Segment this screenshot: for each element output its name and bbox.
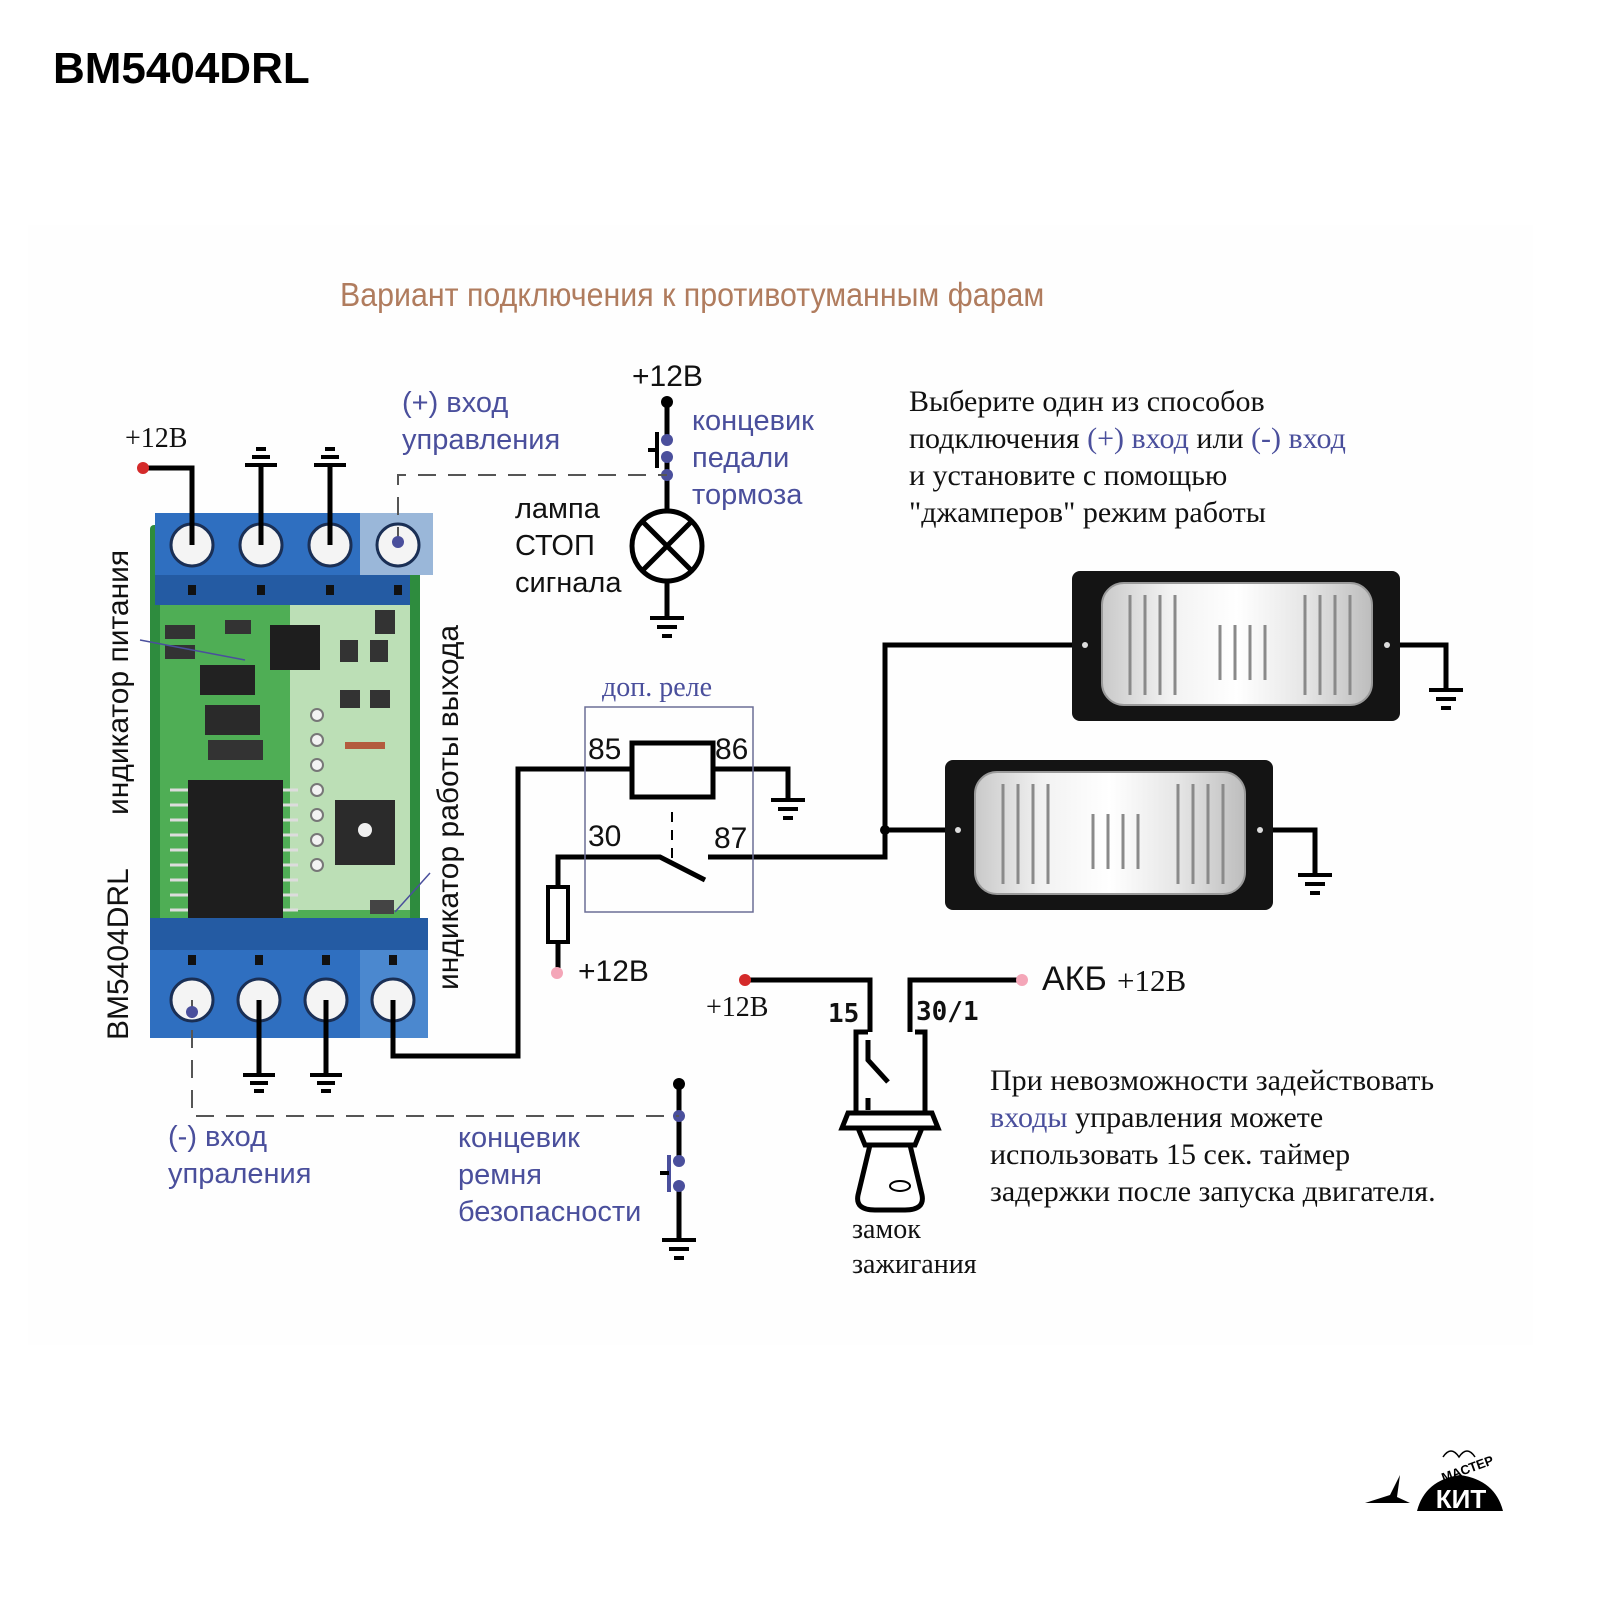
- relay-pin-85: 85: [588, 733, 622, 766]
- note-bottom-line2: входы управления можете: [990, 1099, 1436, 1136]
- brake-switch-label: концевик педали тормоза: [692, 403, 814, 514]
- ground-icon: [1429, 688, 1463, 710]
- ground-icon: [662, 1238, 696, 1260]
- ground-icon: [310, 1073, 342, 1093]
- seatbelt-switch-symbol: [660, 1078, 685, 1192]
- brake-switch-line3: тормоза: [692, 479, 803, 511]
- note-bottom: При невозможности задействовать входы уп…: [990, 1062, 1436, 1210]
- seatbelt-switch-line3: безопасности: [458, 1196, 642, 1228]
- note-bottom-line3: использовать 15 сек. таймер: [990, 1138, 1351, 1171]
- seatbelt-switch-line1: концевик: [458, 1122, 580, 1154]
- master-kit-logo: КИТ МАСТЕР: [1365, 1445, 1515, 1515]
- note-bottom-line4: задержки после запуска двигателя.: [990, 1175, 1436, 1208]
- whale-logo-icon: КИТ МАСТЕР: [1365, 1450, 1503, 1514]
- minus-input-line2: упраления: [168, 1158, 312, 1190]
- note-text: или: [1188, 422, 1252, 455]
- ignition-lock-line2: зажигания: [852, 1249, 977, 1280]
- brake-switch-line1: концевик: [692, 405, 814, 437]
- fuse-supply-label: +12В: [578, 955, 649, 988]
- logo-main-text: КИТ: [1436, 1484, 1487, 1514]
- ignition-pin-15: 15: [828, 999, 860, 1029]
- plus-input-highlight: (+) вход: [1087, 422, 1189, 455]
- module-board: [139, 513, 433, 1038]
- supply-dot: [739, 974, 751, 986]
- note-text: подключения: [909, 422, 1088, 455]
- ignition-lock-icon: [838, 1029, 942, 1213]
- battery-dot: [1016, 974, 1028, 986]
- ignition-pin-30-1: 30/1: [916, 997, 979, 1027]
- brake-switch-line2: педали: [692, 442, 790, 474]
- stop-lamp-line1: лампа: [515, 493, 600, 525]
- main-chip: [188, 780, 283, 920]
- stop-lamp-line2: СТОП: [515, 530, 595, 562]
- ground-icon: [314, 447, 346, 467]
- stop-lamp-symbol: [629, 508, 705, 584]
- ignition-lock-label: замок зажигания: [852, 1212, 977, 1282]
- relay-title: доп. реле: [602, 672, 713, 703]
- relay-outline: [584, 706, 754, 913]
- relay-pin-87: 87: [714, 822, 748, 855]
- brake-supply-label: +12В: [632, 360, 703, 393]
- stop-lamp-label: лампа СТОП сигнала: [515, 491, 621, 602]
- fuse: [546, 885, 570, 944]
- fog-lamp-upper: [1072, 571, 1400, 721]
- output-wire: [390, 766, 632, 1059]
- note-top: Выберите один из способов подключения (+…: [909, 383, 1346, 531]
- note-top-line1: Выберите один из способов: [909, 385, 1265, 418]
- note-top-line4: "джамперов" режим работы: [909, 496, 1266, 529]
- seatbelt-switch-label: концевик ремня безопасности: [458, 1120, 641, 1231]
- note-top-line2: подключения (+) вход или (-) вход: [909, 420, 1346, 457]
- ground-icon: [243, 1073, 275, 1093]
- relay-coil: [629, 740, 716, 800]
- ground-icon: [771, 798, 805, 820]
- seatbelt-switch-line2: ремня: [458, 1159, 542, 1191]
- battery-label: АКБ: [1042, 960, 1107, 998]
- plus-input-line1: (+) вход: [402, 387, 509, 419]
- relay-pin-30: 30: [588, 820, 622, 853]
- diagram-subtitle: Вариант подключения к противотуманным фа…: [340, 276, 1045, 313]
- plus-input-line2: управления: [402, 424, 561, 456]
- page-title: BM5404DRL: [53, 44, 310, 93]
- output-indicator-label: индикатор работы выхода: [432, 624, 465, 990]
- note-bottom-line1: При невозможности задействовать: [990, 1064, 1435, 1097]
- inputs-highlight: входы: [990, 1101, 1068, 1134]
- module-name-vertical: BM5404DRL: [102, 868, 135, 1040]
- power-indicator-label: индикатор питания: [102, 549, 135, 815]
- ground-icon: [1298, 873, 1332, 895]
- ground-icon: [650, 616, 684, 638]
- ground-icon: [245, 447, 277, 467]
- relay-pin-86: 86: [715, 733, 749, 766]
- minus-input-line1: (-) вход: [168, 1121, 268, 1153]
- minus-input-label: (-) вход упраления: [168, 1119, 311, 1193]
- supply-dot: [137, 462, 149, 474]
- ignition-supply-label: +12В: [706, 992, 769, 1023]
- note-text: управления можете: [1067, 1101, 1324, 1134]
- lamp-feed-wire: [708, 642, 1075, 860]
- minus-input-highlight: (-) вход: [1251, 422, 1346, 455]
- note-top-line3: и установите с помощью: [909, 459, 1228, 492]
- supply-dot: [551, 967, 563, 979]
- power-wire: [143, 465, 195, 545]
- plus-input-dashed-line: [397, 474, 667, 545]
- module-power-label: +12В: [125, 423, 188, 454]
- battery-voltage-label: +12В: [1117, 963, 1187, 998]
- plus-input-label: (+) вход управления: [402, 385, 560, 459]
- ignition-lock-line1: замок: [852, 1214, 921, 1245]
- stop-lamp-line3: сигнала: [515, 567, 622, 599]
- minus-input-dashed-line: [191, 1000, 679, 1117]
- fog-lamp-lower: [945, 760, 1273, 910]
